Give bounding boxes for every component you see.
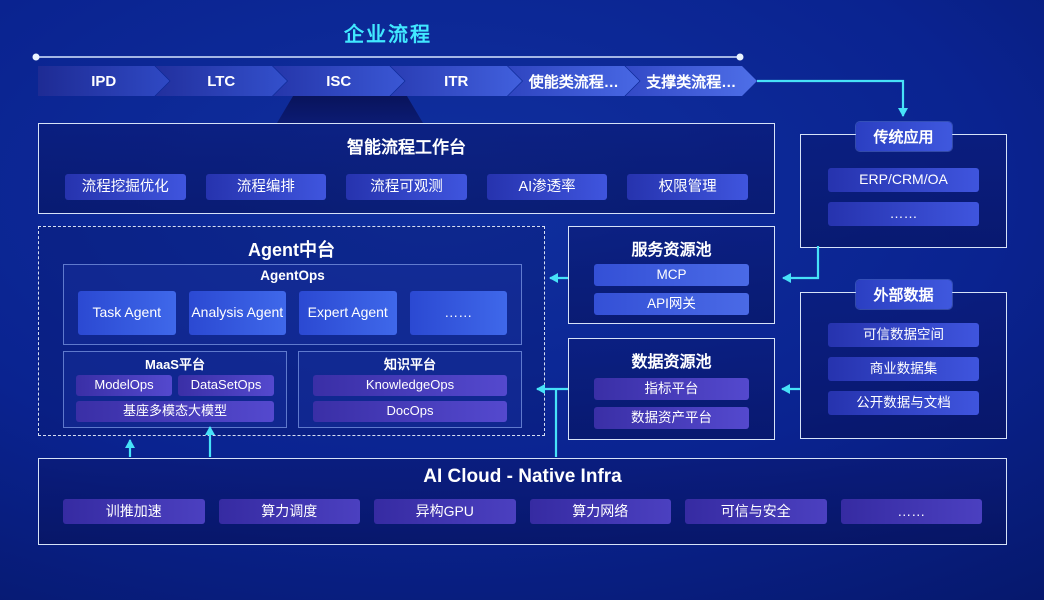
workbench-item: 流程挖掘优化 xyxy=(65,174,186,200)
data-pool-title: 数据资源池 xyxy=(631,354,712,371)
legacy-app-item-more: …… xyxy=(828,202,979,226)
process-step-label: IPD xyxy=(91,72,117,90)
process-step-label: LTC xyxy=(207,72,236,90)
workbench-title: 智能流程工作台 xyxy=(347,138,466,157)
maas-item: DataSetOps xyxy=(178,375,274,396)
service-pool-title: 服务资源池 xyxy=(631,242,712,259)
maas-title: MaaS平台 xyxy=(145,357,205,372)
underline-dot-left xyxy=(32,53,40,61)
process-step-isc: ISC xyxy=(273,66,405,96)
agent-item: Expert Agent xyxy=(299,291,397,335)
external-data-item: 公开数据与文档 xyxy=(828,391,979,415)
knowledge-title: 知识平台 xyxy=(383,357,436,372)
process-step-label: ITR xyxy=(444,72,469,90)
workbench-item: 流程可观测 xyxy=(346,174,467,200)
external-data-item: 商业数据集 xyxy=(828,357,979,381)
workbench-item: 权限管理 xyxy=(627,174,748,200)
agent-item-more: …… xyxy=(409,291,507,335)
process-step-itr: ITR xyxy=(391,66,523,96)
knowledge-item: KnowledgeOps xyxy=(313,375,507,396)
process-step-enabling: 使能类流程… xyxy=(508,66,640,96)
agent-platform-title: Agent中台 xyxy=(248,240,335,260)
infra-item: 训推加速 xyxy=(63,499,205,524)
process-step-ipd: IPD xyxy=(38,66,170,96)
infra-item: 可信与安全 xyxy=(685,499,827,524)
infra-panel: AI Cloud - Native Infra 训推加速 算力调度 异构GPU … xyxy=(38,458,1007,545)
legacy-apps-panel: 传统应用 ERP/CRM/OA …… xyxy=(800,122,1007,248)
process-step-supporting: 支撑类流程… xyxy=(626,66,758,96)
page-title: 企业流程 xyxy=(344,24,432,46)
infra-item: 算力网络 xyxy=(529,499,671,524)
data-pool-item: 数据资产平台 xyxy=(594,407,749,429)
workbench-panel: 智能流程工作台 流程挖掘优化 流程编排 流程可观测 AI渗透率 权限管理 xyxy=(38,123,775,214)
external-data-item: 可信数据空间 xyxy=(828,323,979,347)
agent-item: Analysis Agent xyxy=(188,291,286,335)
agentops-panel: AgentOps Task Agent Analysis Agent Exper… xyxy=(63,264,522,345)
infra-items: 训推加速 算力调度 异构GPU 算力网络 可信与安全 …… xyxy=(63,499,982,524)
legacy-app-item: ERP/CRM/OA xyxy=(828,168,979,192)
external-data-panel: 外部数据 可信数据空间 商业数据集 公开数据与文档 xyxy=(800,280,1007,439)
service-pool-panel: 服务资源池 MCP API网关 xyxy=(568,226,775,324)
maas-items: ModelOps DataSetOps xyxy=(76,375,274,396)
workbench-item: 流程编排 xyxy=(205,174,327,200)
funnel-connector xyxy=(277,96,423,123)
maas-item: ModelOps xyxy=(76,375,172,396)
service-pool-item: API网关 xyxy=(594,293,749,315)
infra-item-more: …… xyxy=(840,499,982,524)
agentops-items: Task Agent Analysis Agent Expert Agent …… xyxy=(78,291,507,335)
knowledge-item: DocOps xyxy=(313,401,507,422)
agent-platform-panel: Agent中台 AgentOps Task Agent Analysis Age… xyxy=(38,226,545,436)
infra-item: 算力调度 xyxy=(218,499,360,524)
process-step-label: ISC xyxy=(326,72,352,90)
knowledge-panel: 知识平台 KnowledgeOps DocOps xyxy=(298,351,522,428)
agent-item: Task Agent xyxy=(78,291,176,335)
process-step-label: 使能类流程… xyxy=(528,73,619,91)
workbench-item: AI渗透率 xyxy=(486,174,608,200)
underline-dot-right xyxy=(736,53,744,61)
infra-title: AI Cloud - Native Infra xyxy=(423,466,622,487)
maas-panel: MaaS平台 ModelOps DataSetOps 基座多模态大模型 xyxy=(63,351,287,428)
data-pool-panel: 数据资源池 指标平台 数据资产平台 xyxy=(568,338,775,440)
process-step-ltc: LTC xyxy=(156,66,288,96)
arrow-process-to-legacy xyxy=(757,79,908,117)
foundation-model-item: 基座多模态大模型 xyxy=(76,401,274,422)
data-pool-item: 指标平台 xyxy=(594,378,749,400)
process-chain: IPD LTC ISC ITR 使能类流程… 支撑类流程… xyxy=(38,66,757,96)
legacy-apps-tag: 传统应用 xyxy=(855,122,952,151)
agentops-title: AgentOps xyxy=(260,268,325,283)
workbench-items: 流程挖掘优化 流程编排 流程可观测 AI渗透率 权限管理 xyxy=(65,174,748,200)
infra-item: 异构GPU xyxy=(374,499,516,524)
external-data-tag: 外部数据 xyxy=(855,280,952,309)
arrow-legacy-to-service-pool xyxy=(782,246,820,283)
service-pool-item: MCP xyxy=(594,264,749,286)
process-step-label: 支撑类流程… xyxy=(646,73,737,91)
